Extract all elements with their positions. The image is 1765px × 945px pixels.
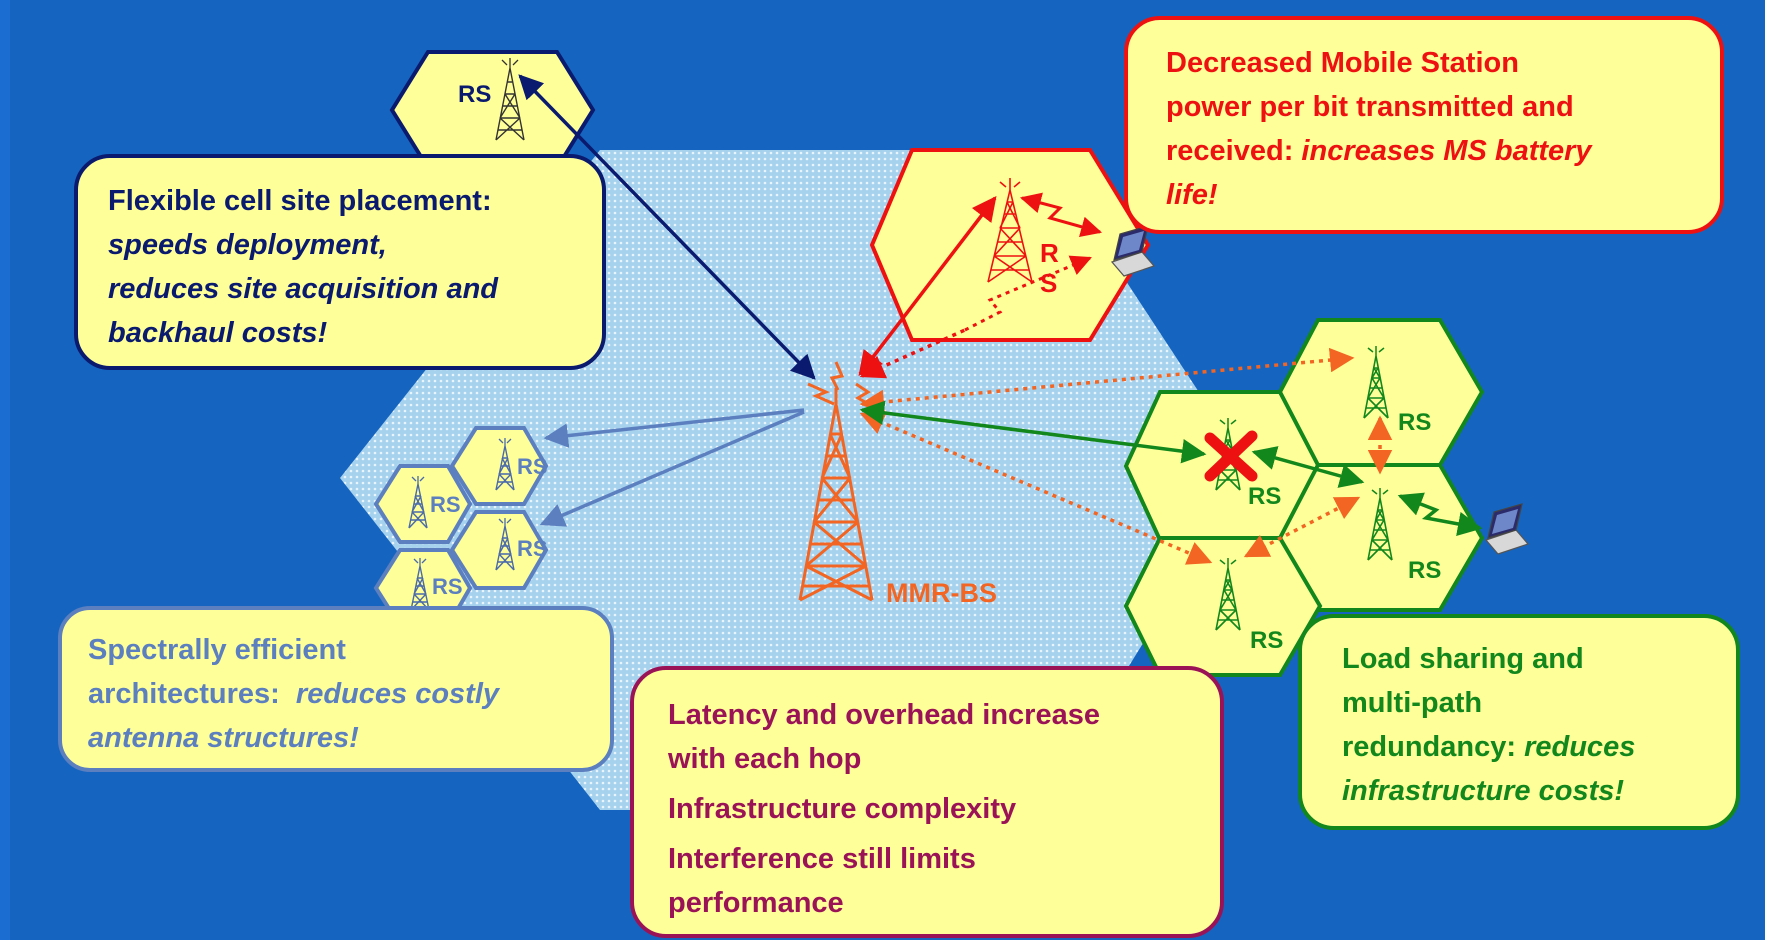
callout-flexible-line3: reduces site acquisition and [108, 273, 499, 305]
wireless-link-red [1019, 192, 1103, 238]
callout-load-line4: infrastructure costs! [1342, 775, 1624, 807]
relay-label-left-4: RS [432, 574, 463, 599]
callout-load-sharing [1298, 614, 1740, 830]
link-green-failed [859, 400, 1207, 464]
callout-decreased-line1: Decreased Mobile Station [1166, 47, 1519, 79]
link-green-relay-relay [1251, 446, 1365, 488]
relay-label-bottom: RS [1250, 627, 1283, 654]
antenna-flash-left [807, 382, 835, 406]
relay-label-upper-right: RS [1398, 409, 1431, 436]
antenna-flash-top [829, 361, 845, 391]
callout-flexible-line2: speeds deployment, [108, 229, 387, 261]
red-relay-label-line1: R [1040, 238, 1059, 268]
relay-hex-top-left [389, 50, 596, 170]
link-orange-upper-right [859, 347, 1355, 415]
callout-flexible-line4: backhaul costs! [108, 317, 328, 349]
callout-latency [630, 666, 1224, 938]
callout-latency-line3: Infrastructure complexity [668, 793, 1016, 825]
relay-tower-top-left [495, 58, 525, 141]
callout-latency-line5: performance [668, 887, 844, 919]
callout-flexible-line1: Flexible cell site placement: [108, 185, 492, 217]
callout-latency-line2: with each hop [667, 743, 861, 775]
callout-spectral-line2: architectures: reduces costly [88, 678, 501, 710]
callout-spectral-line1: Spectrally efficient [88, 634, 346, 666]
relay-label-top-left: RS [458, 81, 491, 108]
relay-label-lower-right: RS [1408, 557, 1441, 584]
link-red-relay [858, 196, 997, 376]
callout-load-line2: multi-path [1342, 687, 1482, 719]
relay-label-left-1: RS [430, 492, 461, 517]
wireless-link-green [1397, 492, 1483, 537]
relay-hex-left-1 [373, 464, 473, 544]
relay-label-failed: RS [1248, 483, 1281, 510]
callout-spectral-line2-italic: reduces costly [296, 678, 501, 710]
callout-decreased-line2: power per bit transmitted and [1166, 91, 1574, 123]
callout-decreased [1124, 16, 1724, 234]
relay-hex-left-3 [449, 510, 549, 590]
link-slate-upper [543, 408, 805, 448]
callout-load-line1: Load sharing and [1342, 643, 1584, 675]
base-station-tower [798, 388, 874, 602]
callout-latency-line1: Latency and overhead increase [668, 699, 1100, 731]
callout-spectral-line3: antenna structures! [88, 722, 359, 754]
callout-latency-line4: Interference still limits [668, 843, 976, 875]
relay-label-left-3: RS [517, 536, 548, 561]
callout-decreased-line4: life! [1166, 179, 1218, 211]
link-slate-lower [539, 410, 805, 527]
link-navy-top-left [518, 74, 816, 380]
callout-decreased-line3: received: increases MS battery [1166, 135, 1593, 167]
red-relay-label-line2: S [1040, 268, 1057, 298]
relay-label-left-2: RS [517, 454, 548, 479]
callout-decreased-line3-normal: received: [1166, 135, 1301, 167]
callout-load-line3-italic: reduces [1524, 731, 1635, 763]
callout-flexible [74, 154, 606, 370]
callout-load-line3-normal: redundancy: [1342, 731, 1524, 763]
callout-spectral [58, 606, 614, 772]
link-orange-bottom-right [1243, 496, 1361, 558]
callout-load-line3: redundancy: reduces [1342, 731, 1635, 763]
base-station-label: MMR-BS [886, 578, 997, 608]
failed-relay-x-icon [1204, 430, 1258, 482]
callout-spectral-line2-normal: architectures: [88, 678, 296, 710]
callout-decreased-line3-italic: increases MS battery [1301, 135, 1593, 167]
relay-hex-left-2 [449, 426, 549, 506]
